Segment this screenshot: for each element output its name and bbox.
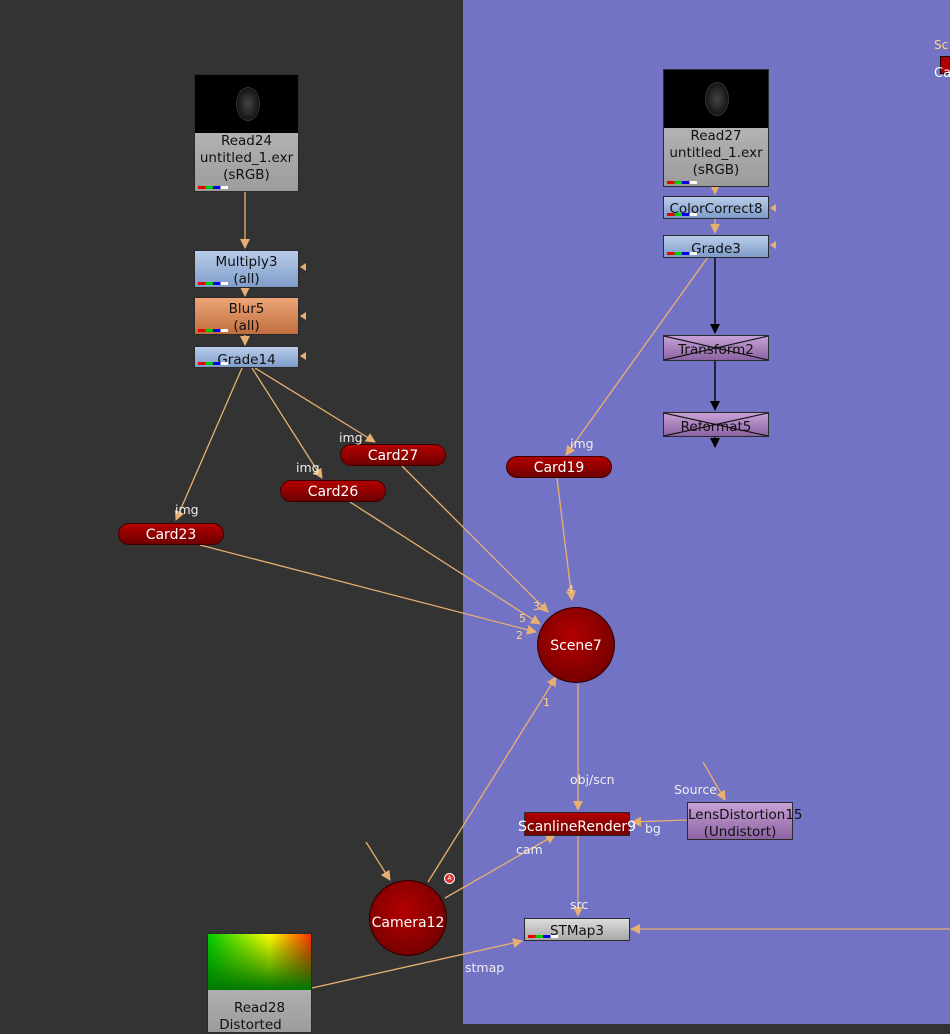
node-read28[interactable]: Read28 Distorted — [207, 933, 312, 1033]
read24-file: untitled_1.exr — [199, 150, 294, 166]
node-multiply3[interactable]: Multiply3 (all) — [194, 250, 299, 288]
node-colorcorrect8[interactable]: ColorCorrect8 — [663, 196, 769, 219]
node-read27[interactable]: Read27 untitled_1.exr (sRGB) — [663, 69, 769, 187]
card27-input-img: img — [339, 430, 363, 445]
scene7-input-4: 4 — [567, 583, 574, 596]
node-card23[interactable]: Card23 — [118, 523, 224, 545]
card23-name: Card23 — [145, 527, 197, 543]
wire-card19-scene7 — [556, 477, 576, 601]
scene7-name: Scene7 — [550, 638, 602, 654]
scene7-input-3: 3 — [533, 600, 540, 613]
wire-card23-scene7 — [199, 544, 537, 635]
offscreen-label-a: Sc — [934, 38, 949, 52]
scanline9-input-objscn: obj/scn — [570, 772, 615, 787]
tire-thumbnail-icon — [705, 82, 729, 116]
wire-card27-scene7 — [401, 465, 549, 613]
channel-indicator-icon — [667, 181, 697, 184]
card19-input-img: img — [570, 436, 594, 451]
transform2-name: Transform2 — [678, 342, 754, 358]
node-scanline9[interactable] — [524, 812, 630, 836]
card26-input-img: img — [296, 460, 320, 475]
scanline9-name: ScanlineRender9 — [518, 819, 637, 835]
channel-indicator-icon — [198, 362, 228, 365]
animated-badge-icon: A — [444, 873, 455, 884]
node-card19[interactable]: Card19 — [506, 456, 612, 478]
scanline9-input-cam: cam — [516, 842, 543, 857]
card23-input-img: img — [175, 502, 199, 517]
node-transform2[interactable]: Transform2 — [663, 335, 769, 361]
camera12-name: Camera12 — [371, 915, 445, 931]
mask-input-arrow-icon[interactable] — [300, 312, 306, 320]
node-lens15[interactable]: LensDistortion15 (Undistort) — [687, 802, 803, 840]
channel-indicator-icon — [667, 213, 697, 216]
disabled-cross-icon — [664, 413, 768, 436]
grade14-name: Grade14 — [217, 352, 276, 368]
lens15-name: LensDistortion15 — [688, 807, 803, 823]
scene7-input-5: 5 — [519, 612, 526, 625]
card27-name: Card27 — [367, 448, 419, 464]
wire-card26-scene7 — [349, 501, 541, 625]
wire-camera12-scanline9 — [444, 834, 556, 899]
read27-colorspace: (sRGB) — [692, 162, 740, 178]
node-grade3[interactable]: Grade3 — [663, 235, 769, 258]
channel-indicator-icon — [198, 329, 228, 332]
read28-thumbnail — [208, 934, 311, 990]
scene7-input-1: 1 — [543, 696, 550, 709]
wire-grade3-card19 — [565, 256, 709, 456]
read28-extra: Distorted — [219, 1017, 282, 1033]
lens15-input-source: Source — [674, 782, 717, 797]
wire-read28-stmap3 — [311, 938, 523, 989]
node-reformat5[interactable]: Reformat5 — [663, 412, 769, 437]
wire-grade14-card23 — [174, 367, 243, 521]
card26-name: Card26 — [307, 484, 359, 500]
node-card26[interactable]: Card26 — [280, 480, 386, 502]
wire-grade14-card27 — [254, 367, 376, 443]
wire-grade14-card26 — [251, 367, 323, 479]
mask-input-arrow-icon[interactable] — [770, 241, 776, 249]
read24-thumbnail — [195, 75, 298, 133]
mask-input-arrow-icon[interactable] — [770, 204, 776, 212]
channel-indicator-icon — [198, 282, 228, 285]
lens15-sub: (Undistort) — [703, 824, 777, 840]
offscreen-label-b: Ca — [934, 66, 950, 81]
wire-camera12-scene7 — [427, 676, 557, 883]
read27-thumbnail — [664, 70, 768, 128]
offscreen-node[interactable] — [940, 56, 950, 74]
node-camera12[interactable]: Camera12 — [369, 880, 447, 956]
read24-name: Read24 — [220, 133, 273, 149]
reformat5-name: Reformat5 — [680, 419, 752, 435]
read24-colorspace: (sRGB) — [223, 167, 270, 183]
channel-indicator-icon — [198, 186, 228, 189]
stmap3-name: STMap3 — [550, 923, 604, 939]
stmap3-input-stmap: stmap — [465, 960, 505, 975]
node-card27[interactable]: Card27 — [340, 444, 446, 466]
read28-name: Read28 — [233, 1000, 286, 1016]
stmap3-input-src: src — [570, 897, 589, 912]
grade3-name: Grade3 — [691, 241, 741, 257]
scanline9-input-bg: bg — [645, 821, 661, 836]
wire-lens15-scanline9 — [631, 816, 688, 827]
node-stmap3[interactable]: STMap3 — [524, 918, 630, 941]
tire-thumbnail-icon — [235, 87, 260, 121]
multiply3-name: Multiply3 — [215, 254, 278, 270]
multiply3-sub: (all) — [233, 271, 260, 287]
node-read24[interactable]: Read24 untitled_1.exr (sRGB) — [194, 74, 299, 192]
disabled-cross-icon — [664, 336, 768, 360]
wire-source-lens15 — [702, 761, 726, 801]
scene7-input-2: 2 — [516, 629, 523, 642]
node-scene7[interactable]: Scene7 — [537, 607, 615, 683]
mask-input-arrow-icon[interactable] — [300, 352, 306, 360]
blur5-name: Blur5 — [228, 301, 265, 317]
channel-indicator-icon — [667, 252, 697, 255]
mask-input-arrow-icon[interactable] — [300, 263, 306, 271]
channel-indicator-icon — [528, 935, 558, 938]
blur5-sub: (all) — [233, 318, 260, 334]
read27-file: untitled_1.exr — [669, 145, 763, 161]
read27-name: Read27 — [690, 128, 742, 144]
wire-in-camera12 — [365, 841, 391, 881]
node-blur5[interactable]: Blur5 (all) — [194, 297, 299, 335]
node-grade14[interactable]: Grade14 — [194, 346, 299, 368]
card19-name: Card19 — [533, 460, 585, 476]
